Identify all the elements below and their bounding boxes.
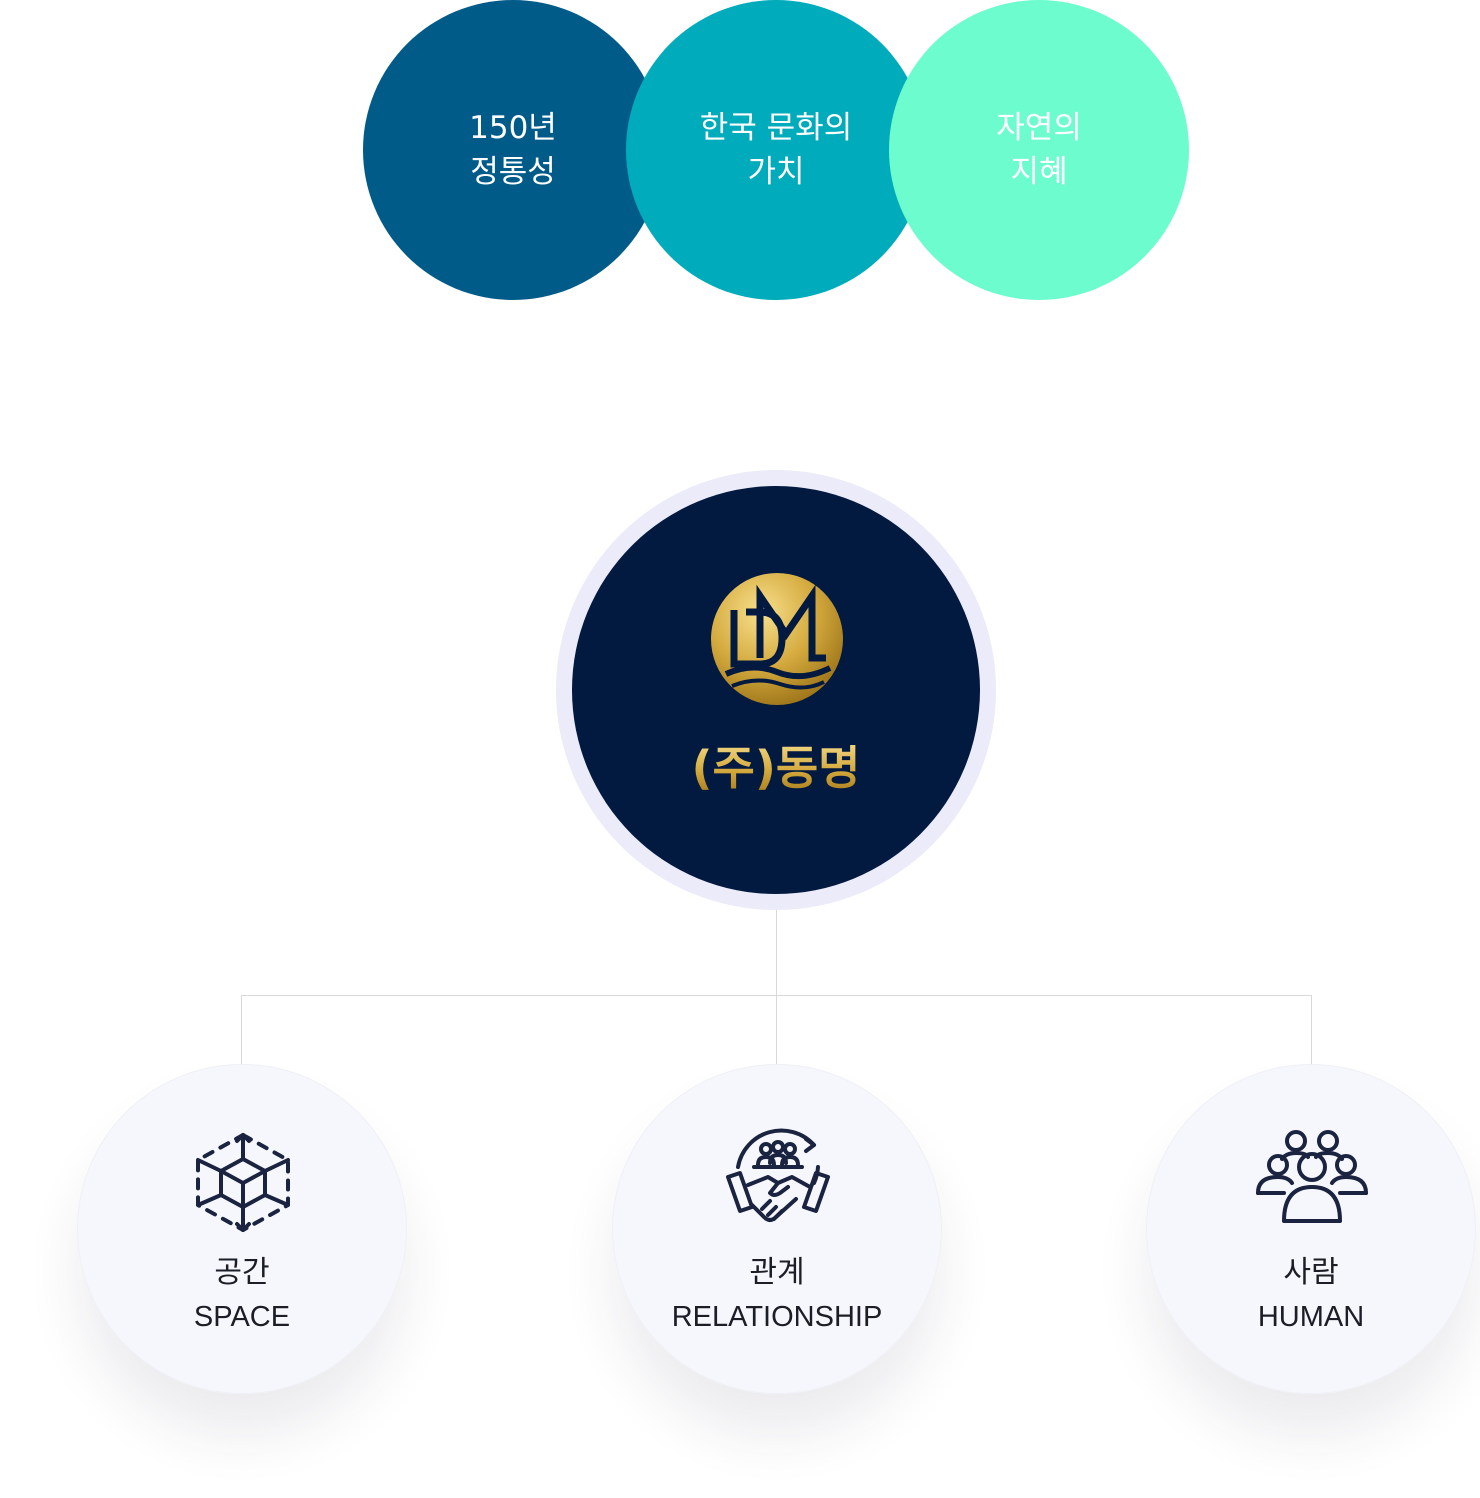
value-label-line1: 150년 [469, 110, 557, 146]
pillar-title: 관계 [749, 1255, 805, 1290]
value-circle-nature: 자연의 지혜 [889, 0, 1189, 300]
pillar-relationship: 관계 RELATIONSHIP [612, 1064, 942, 1394]
pillar-space: 공간 SPACE [77, 1064, 407, 1394]
value-label-line1: 한국 문화의 [699, 110, 853, 146]
value-label-line2: 정통성 [470, 154, 556, 190]
value-circle-culture: 한국 문화의 가치 [626, 0, 926, 300]
pillar-subtitle: RELATIONSHIP [671, 1301, 883, 1333]
people-group-icon [1256, 1130, 1368, 1223]
pillar-title: 공간 [214, 1255, 270, 1290]
cube-icon [196, 1133, 290, 1232]
value-label-line2: 가치 [747, 154, 805, 190]
pillar-subtitle: SPACE [193, 1301, 291, 1333]
company-name: (주)동명 [572, 740, 980, 796]
pillar-title: 사람 [1283, 1255, 1339, 1290]
value-label-line2: 지혜 [1010, 154, 1068, 190]
core-circle: (주)동명 [572, 486, 980, 894]
value-circle-heritage: 150년 정통성 [363, 0, 663, 300]
pillar-human: 사람 HUMAN [1146, 1064, 1476, 1394]
dm-monogram-logo [711, 573, 843, 705]
pillar-subtitle: HUMAN [1257, 1301, 1365, 1333]
value-label-line1: 자연의 [996, 110, 1082, 146]
handshake-icon [726, 1128, 830, 1222]
